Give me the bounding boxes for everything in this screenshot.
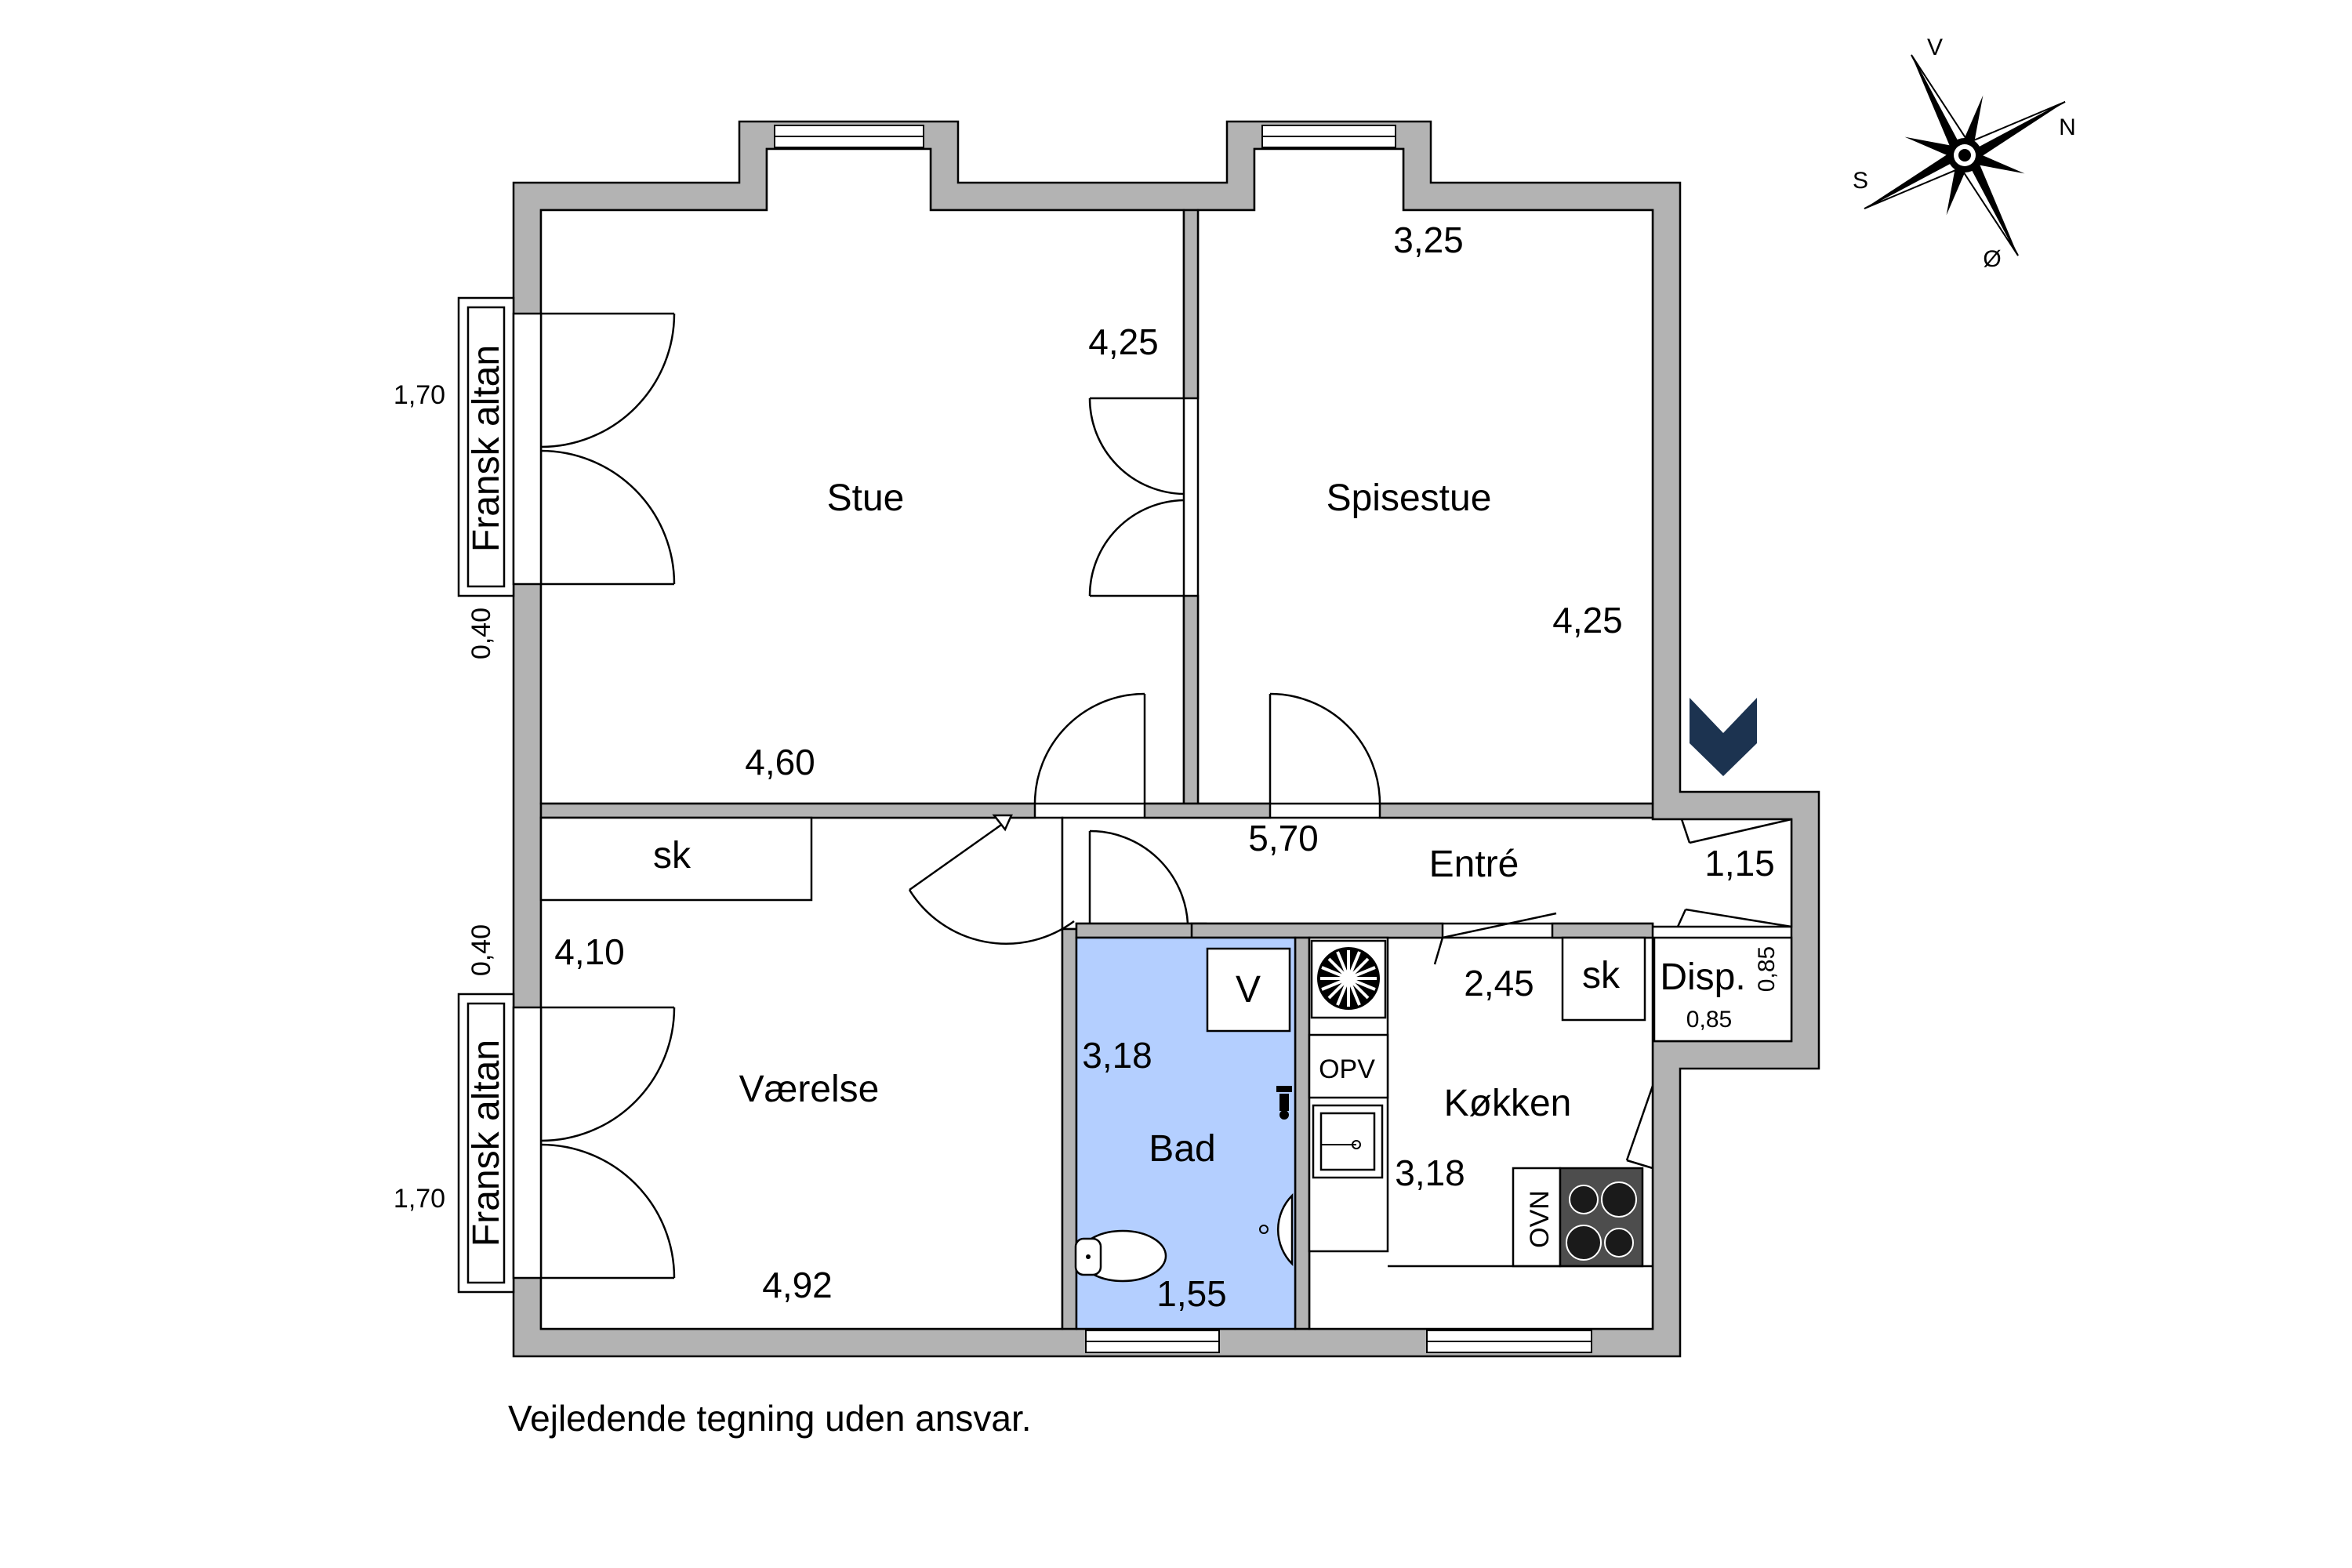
door-balcony-top [540, 312, 676, 586]
dim-kitchen-width: 2,45 [1464, 963, 1534, 1004]
dim-disp-depth: 0,85 [1754, 946, 1780, 992]
dim-disp-width: 0,85 [1686, 1007, 1732, 1033]
dim-balcony-bottom-offset: 0,40 [466, 924, 496, 976]
door-stue-spisestue [1088, 397, 1185, 597]
dim-bad-width: 1,55 [1156, 1273, 1227, 1314]
dim-stue-width: 4,60 [745, 742, 815, 782]
entrance-marker-icon [1690, 698, 1757, 776]
dim-kitchen-depth: 3,18 [1395, 1152, 1465, 1193]
wall-stue-entre-right [1143, 802, 1272, 819]
door-balcony-bottom [540, 1006, 676, 1279]
window-stue [774, 125, 924, 148]
door-vaerelse [908, 814, 1075, 945]
dim-vaerelse-depth: 4,10 [554, 931, 625, 972]
wall-stue-entre [539, 802, 1036, 819]
door-kitchen [1433, 912, 1557, 965]
opv-label: OPV [1319, 1054, 1375, 1084]
window-kitchen [1426, 1330, 1592, 1353]
dim-balcony-bottom-width: 1,70 [394, 1184, 445, 1214]
dim-spisestue-depth: 4,25 [1552, 600, 1623, 641]
compass-west: V [1927, 34, 1943, 60]
wall-kitchen-top [1551, 922, 1654, 939]
balcony-bottom [457, 993, 543, 1294]
dim-spisestue-width: 3,25 [1393, 220, 1464, 260]
dim-vaerelse-width: 4,92 [762, 1265, 833, 1305]
dim-balcony-top-width: 1,70 [394, 380, 445, 410]
disp-label: Disp. [1660, 956, 1745, 998]
window-spisestue [1261, 125, 1396, 148]
door-kitchen-side [1625, 1085, 1654, 1170]
room-label-vaerelse: Værelse [739, 1069, 880, 1110]
washer-label: V [1236, 969, 1261, 1011]
floor-stue [539, 147, 1185, 805]
closet-label-vaerelse: sk [653, 835, 691, 877]
opv-box [1308, 1033, 1389, 1099]
balcony-top [457, 296, 543, 597]
oven-label: OVN [1525, 1190, 1555, 1248]
door-stue [1033, 692, 1146, 804]
door-entrance [1676, 818, 1792, 928]
wall-bad-top [1075, 922, 1207, 939]
compass-rose-icon [1864, 54, 2066, 256]
shower-tap-icon [1276, 1086, 1292, 1120]
room-label-stue: Stue [827, 477, 905, 519]
toilet-icon [1074, 1229, 1167, 1283]
closet-kitchen [1561, 936, 1646, 1022]
room-label-entre: Entré [1429, 844, 1519, 885]
floor-vaerelse [539, 816, 1064, 1330]
room-label-bad: Bad [1149, 1128, 1215, 1170]
wall-stue-spisestue-lower [1182, 594, 1200, 805]
wall-bad-kitchen [1294, 936, 1311, 1330]
door-bad [1088, 829, 1189, 924]
closet-vaerelse [539, 816, 813, 902]
washer-box [1206, 947, 1291, 1033]
wall-vaerelse-bad [1061, 927, 1078, 1330]
dim-entre-small: 1,15 [1704, 843, 1775, 884]
room-label-spisestue: Spisestue [1327, 477, 1492, 519]
sink-bath-icon [1259, 1192, 1294, 1267]
window-bad [1085, 1330, 1220, 1353]
wall-stue-spisestue [1182, 209, 1200, 400]
ventilation-icon [1310, 939, 1387, 1019]
compass-south: S [1853, 168, 1868, 194]
dim-stue-depth: 4,25 [1088, 321, 1159, 362]
closet-disp [1653, 936, 1793, 1043]
wall-spisestue-entre [1378, 802, 1654, 819]
compass-east: Ø [1983, 246, 2001, 272]
door-spisestue [1269, 692, 1381, 804]
floor-spisestue [1196, 147, 1654, 805]
room-label-kokken: Køkken [1444, 1083, 1572, 1124]
wall-bad-top-right [1190, 922, 1444, 939]
closet-label-kitchen: sk [1582, 955, 1621, 996]
dim-bad-depth: 3,18 [1082, 1035, 1152, 1076]
balcony-label-top: Fransk altan [466, 345, 507, 552]
balcony-label-bottom: Fransk altan [466, 1040, 507, 1247]
dim-balcony-top-offset: 0,40 [466, 608, 496, 659]
stove-icon [1559, 1167, 1644, 1268]
compass-north: N [2059, 114, 2076, 140]
dim-entre-length: 5,70 [1248, 818, 1319, 858]
sink-kitchen-icon [1312, 1104, 1384, 1179]
disclaimer-note: Vejledende tegning uden ansvar. [508, 1398, 1032, 1439]
